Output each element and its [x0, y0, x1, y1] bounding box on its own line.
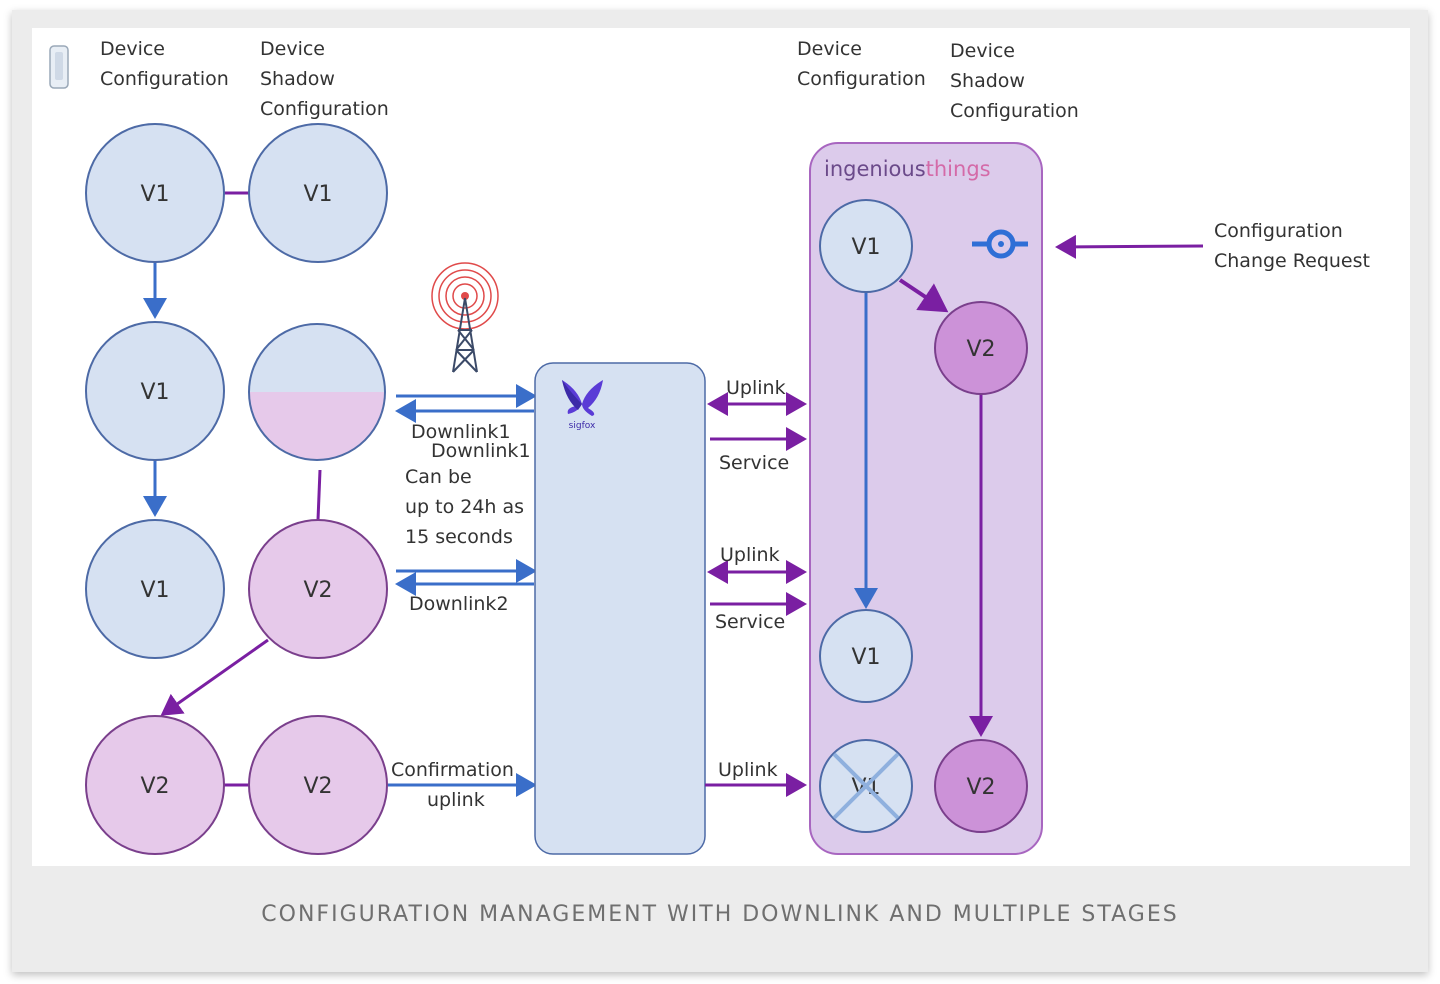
arrow-config-change-request [1055, 234, 1204, 259]
delete-cross-icon [832, 752, 900, 820]
left-device-config-header-line2: Configuration [100, 68, 229, 90]
node-r3-v1-deleted: V1 [819, 739, 913, 833]
node-label: V1 [140, 380, 169, 405]
arrow-shadow-to-device [160, 638, 269, 716]
node-l1-shadow: V1 [248, 123, 388, 263]
node-r1-v1: V1 [819, 199, 913, 293]
node-label: V1 [851, 645, 880, 670]
node-label: V2 [966, 337, 995, 362]
logo-part-b: things [926, 157, 991, 181]
node-l4-shadow: V2 [248, 715, 388, 855]
config-request-line1: Configuration [1214, 220, 1343, 242]
api-connector-icon [972, 229, 1028, 259]
node-l2-shadow-transition [248, 323, 386, 461]
label-can-be-line3: 15 seconds [405, 526, 513, 548]
sigfox-network-box [534, 362, 706, 855]
left-shadow-config-header-line1: Device [260, 38, 325, 60]
node-l3-device: V1 [85, 519, 225, 659]
node-label: V2 [966, 775, 995, 800]
label-uplink-1: Uplink [726, 377, 786, 399]
node-label: V1 [851, 235, 880, 260]
label-confirmation-line2: uplink [427, 789, 485, 811]
label-uplink-2: Uplink [720, 544, 780, 566]
logo-part-a: ingenious [824, 157, 926, 181]
node-r2-v1: V1 [819, 609, 913, 703]
node-r3-v2: V2 [934, 739, 1028, 833]
antenna-tower-icon [431, 262, 499, 373]
label-downlink1-a: Downlink1 [411, 421, 511, 443]
label-can-be-line1: Can be [405, 466, 472, 488]
node-label: V2 [303, 774, 332, 799]
right-shadow-config-header-line1: Device [950, 40, 1015, 62]
right-device-config-header-line1: Device [797, 38, 862, 60]
right-shadow-config-header-line3: Configuration [950, 100, 1079, 122]
figure-caption: CONFIGURATION MANAGEMENT WITH DOWNLINK A… [261, 902, 1179, 927]
label-can-be-line2: up to 24h as [405, 496, 524, 518]
arrow-r-v1-to-v2 [898, 278, 949, 313]
sigfox-logo-icon: sigfox [562, 380, 603, 431]
node-label: V2 [140, 774, 169, 799]
node-label: V1 [140, 182, 169, 207]
ingenious-things-logo: ingeniousthings [824, 157, 991, 181]
label-downlink2: Downlink2 [409, 593, 509, 615]
node-label: V2 [303, 578, 332, 603]
label-service-1: Service [719, 452, 789, 474]
right-shadow-config-header-line2: Shadow [950, 70, 1025, 92]
node-label: V1 [140, 578, 169, 603]
label-uplink-3: Uplink [718, 759, 778, 781]
node-l1-device: V1 [85, 123, 225, 263]
left-shadow-config-header-line2: Shadow [260, 68, 335, 90]
link-shadow-v2 [316, 469, 322, 521]
sigfox-wordmark: sigfox [569, 421, 596, 431]
device-icon [49, 45, 69, 89]
left-device-config-header-line1: Device [100, 38, 165, 60]
label-service-2: Service [715, 611, 785, 633]
node-l3-shadow: V2 [248, 519, 388, 659]
label-confirmation-line1: Confirmation [391, 759, 514, 781]
right-device-config-header-line2: Configuration [797, 68, 926, 90]
label-downlink1-b: Downlink1 [431, 440, 531, 462]
node-r1-v2: V2 [934, 301, 1028, 395]
config-request-line2: Change Request [1214, 250, 1370, 272]
node-l4-device: V2 [85, 715, 225, 855]
node-label: V1 [303, 182, 332, 207]
node-l2-device: V1 [85, 321, 225, 461]
left-shadow-config-header-line3: Configuration [260, 98, 389, 120]
